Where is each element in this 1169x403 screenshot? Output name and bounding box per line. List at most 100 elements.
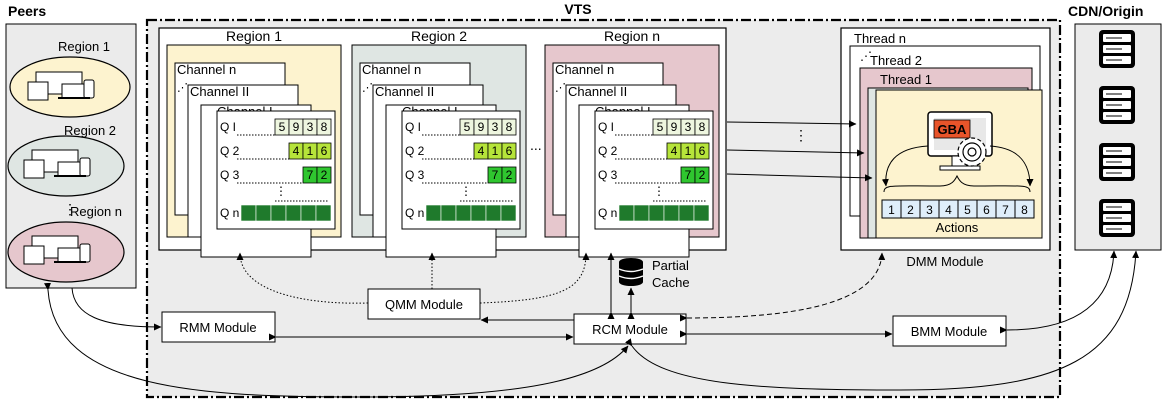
regions-to-thread-n-arrow: [726, 120, 857, 128]
queue-cell: [501, 142, 517, 160]
queue-cell: [501, 118, 517, 136]
peers-title: Peers: [8, 3, 46, 19]
queue-cell-value: 1: [685, 144, 692, 158]
cdn-title: CDN/Origin: [1068, 3, 1143, 19]
partial-cache-label-line2: Cache: [652, 275, 690, 290]
partial-cache-label-line1: Partial: [652, 258, 689, 273]
svg-text:RCM Module: RCM Module: [592, 322, 668, 337]
channel-card-n-label: Channel n: [362, 62, 421, 77]
queue-label: Q 2: [598, 144, 618, 158]
channel-stack-ellipsis: ⋰: [555, 82, 566, 94]
queue-cell-value: 1: [307, 144, 314, 158]
queue-cell-value: 3: [685, 120, 692, 134]
queue-cell-value: 9: [478, 120, 485, 134]
queue-cell: [663, 204, 680, 222]
queue-vertical-ellipsis: ⋮: [275, 184, 287, 198]
regions-to-thread-1-arrow: [726, 173, 873, 182]
queue-cell: [315, 204, 332, 222]
queue-label: Q 3: [598, 168, 618, 182]
action-cell-value: 3: [926, 203, 933, 217]
actions-label: Actions: [936, 220, 979, 235]
rmm-module: RMM Module: [161, 311, 276, 343]
queue-cell: [500, 204, 517, 222]
queue-cell: [694, 166, 710, 184]
action-cell-value: 5: [964, 203, 971, 217]
computer-gear-icon: GBA: [927, 111, 993, 171]
queue-label: Q 3: [220, 168, 240, 182]
region-panel-title: Region 2: [411, 28, 467, 44]
peers-rcm-link: [44, 282, 629, 398]
peer-region-n: Region n: [7, 204, 125, 283]
server-icon: [1099, 86, 1135, 124]
queue-cell: [485, 204, 502, 222]
queue-cell: [270, 204, 287, 222]
queue-cell-value: 5: [279, 120, 286, 134]
vts-title: VTS: [564, 1, 591, 17]
queue-cell: [425, 204, 442, 222]
queue-label: Q I: [220, 120, 236, 134]
server-stack: [1099, 30, 1135, 237]
queue-cell: [470, 204, 487, 222]
queue-cell: [316, 166, 332, 184]
regions-horizontal-ellipsis: ...: [530, 137, 542, 153]
queue-cell-value: 4: [671, 144, 678, 158]
queue-cell: [285, 204, 302, 222]
queue-cell-value: 1: [492, 144, 499, 158]
queue-label: Q n: [405, 206, 424, 220]
server-icon: [1099, 30, 1135, 68]
queue-cell-value: 8: [506, 120, 513, 134]
region-panel-title: Region n: [604, 28, 660, 44]
queue-cell-value: 4: [478, 144, 485, 158]
queue-cell-value: 2: [699, 168, 706, 182]
server-icon: [1099, 199, 1135, 237]
dmm-module-label: DMM Module: [906, 254, 983, 269]
svg-text:QMM Module: QMM Module: [385, 297, 463, 312]
svg-text:RMM Module: RMM Module: [179, 320, 256, 335]
channel-stack-ellipsis: ⋰: [177, 82, 188, 94]
queue-cell: [440, 204, 457, 222]
queue-vertical-ellipsis: ⋮: [460, 184, 472, 198]
queue-cell: [694, 118, 710, 136]
action-cell-value: 4: [945, 203, 952, 217]
queue-label: Q 2: [405, 144, 425, 158]
queue-cell-value: 3: [307, 120, 314, 134]
channel-card-ii-label: Channel II: [375, 84, 434, 99]
queue-cell: [316, 142, 332, 160]
queue-cell-value: 8: [699, 120, 706, 134]
queue-cell: [694, 142, 710, 160]
rcm-cdn-link: [625, 250, 1140, 391]
queue-cell-value: 2: [506, 168, 513, 182]
peer-region-2: Region 2: [7, 123, 125, 197]
queue-cell: [618, 204, 635, 222]
queue-cell-value: 2: [321, 168, 328, 182]
database-icon: [618, 258, 644, 286]
actions-brace: [883, 174, 1031, 193]
peer-region-2-label: Region 2: [64, 123, 116, 138]
queue-cell-value: 7: [685, 168, 692, 182]
qmm-module: QMM Module: [367, 288, 481, 320]
rcm-module: RCM Module: [573, 313, 687, 345]
gba-label: GBA: [938, 122, 968, 137]
svg-text:Thread 1: Thread 1: [880, 72, 932, 87]
thread-stack-ellipsis: ⋰: [860, 49, 872, 63]
queue-cell: [648, 204, 665, 222]
queue-vertical-ellipsis: ⋮: [653, 184, 665, 198]
queue-cell-value: 5: [464, 120, 471, 134]
channel-stack-ellipsis: ⋰: [362, 82, 373, 94]
action-cell-value: 7: [1002, 203, 1009, 217]
queue-cell-value: 9: [293, 120, 300, 134]
server-icon: [1099, 143, 1135, 181]
action-cell-value: 2: [907, 203, 914, 217]
queue-label: Q 2: [220, 144, 240, 158]
queue-cell-value: 3: [492, 120, 499, 134]
queue-cell: [693, 204, 710, 222]
channel-card-n-label: Channel n: [177, 62, 236, 77]
action-cell-value: 6: [983, 203, 990, 217]
queue-cell-value: 6: [506, 144, 513, 158]
